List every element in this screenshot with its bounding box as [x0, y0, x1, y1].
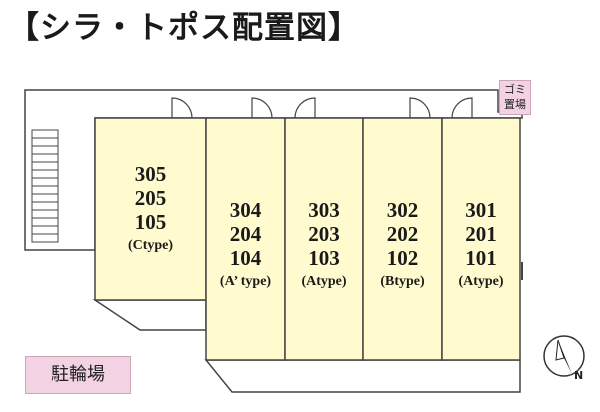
- room-number: 104: [229, 246, 262, 270]
- room-number: 103: [308, 246, 340, 270]
- garbage-area-line1: ゴミ: [504, 83, 526, 96]
- staircase: [31, 129, 59, 243]
- room-number: 301: [465, 198, 497, 222]
- room-number: 203: [308, 222, 340, 246]
- corridor-lower-left: [92, 299, 207, 331]
- unit-block-4: [362, 117, 443, 361]
- room-number: 204: [229, 222, 262, 246]
- door-symbols: [171, 97, 473, 119]
- room-number: 202: [386, 222, 419, 246]
- unit-type: (Atype): [301, 274, 347, 289]
- page-title: 【シラ・トポス配置図】: [8, 10, 360, 46]
- unit-label-4: 302 202 102 (Btype): [363, 198, 442, 292]
- unit-type: (Btype): [380, 274, 425, 289]
- room-number: 205: [134, 186, 167, 210]
- unit-label-2: 304 204 104 (A’ type): [206, 198, 285, 292]
- unit-label-1: 305 205 105 (Ctype): [95, 162, 206, 256]
- room-number: 201: [465, 222, 497, 246]
- corridor-lower-right: [204, 359, 521, 393]
- unit-label-5: 301 201 101 (Atype): [442, 198, 520, 292]
- unit-block-2: [205, 117, 286, 361]
- unit-type: (Ctype): [127, 238, 174, 253]
- bike-parking-label: 駐輪場: [25, 356, 131, 394]
- room-number: 105: [134, 210, 167, 234]
- unit-block-1: [94, 117, 207, 301]
- garbage-area-label: ゴミ 置場: [499, 80, 531, 115]
- room-number: 102: [386, 246, 419, 270]
- unit-block-3: [284, 117, 364, 361]
- room-number: 305: [134, 162, 167, 186]
- room-number: 302: [386, 198, 419, 222]
- room-number: 304: [229, 198, 262, 222]
- unit-label-3: 303 203 103 (Atype): [285, 198, 363, 292]
- garbage-area-line2: 置場: [504, 98, 526, 111]
- unit-type: (A’ type): [219, 274, 272, 289]
- compass-north-label: N: [574, 369, 584, 382]
- unit-type: (Atype): [458, 274, 504, 289]
- unit-block-5: [441, 117, 521, 361]
- room-number: 303: [308, 198, 340, 222]
- compass-icon: [543, 335, 585, 377]
- room-number: 101: [465, 246, 497, 270]
